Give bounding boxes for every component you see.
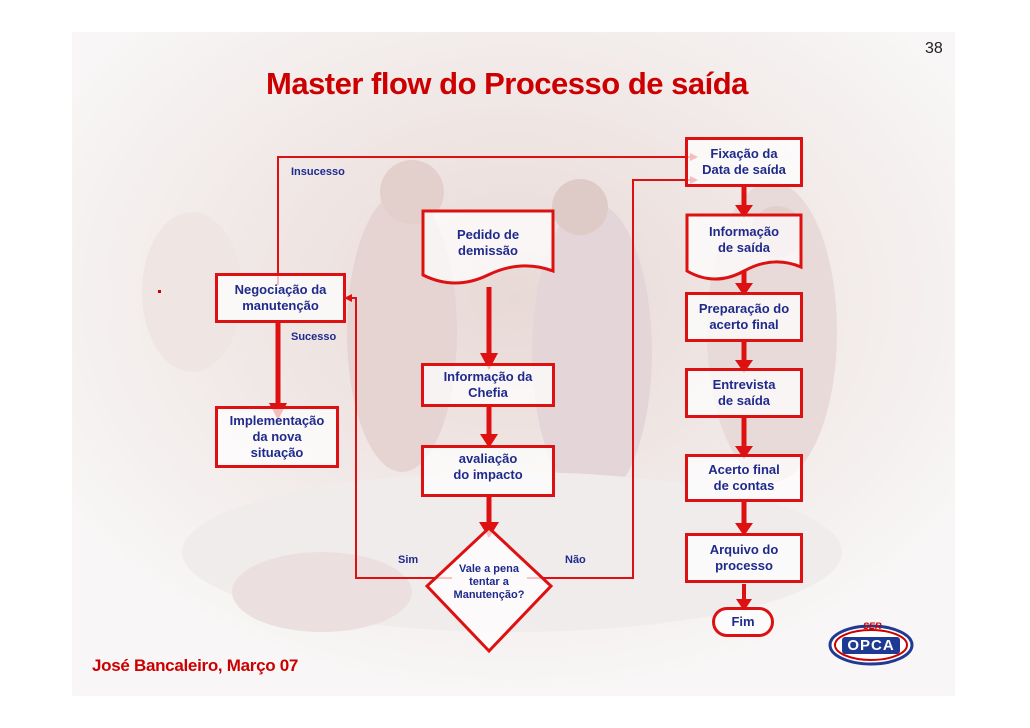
node-negociacao-label: Negociação da manutenção bbox=[234, 282, 327, 313]
node-fim: Fim bbox=[712, 607, 774, 637]
node-fixacao: Fixação da Data de saída bbox=[685, 137, 803, 187]
node-avaliacao: avaliação do impacto bbox=[421, 445, 555, 497]
arrowhead-preparacao bbox=[735, 360, 753, 373]
label-sucesso: Sucesso bbox=[291, 331, 337, 343]
node-implementacao: Implementação da nova situação bbox=[215, 406, 339, 468]
node-implementacao-label: Implementação da nova situação bbox=[229, 413, 325, 460]
node-entrevista-label: Entrevista de saída bbox=[712, 377, 776, 408]
node-fim-label: Fim bbox=[731, 614, 755, 629]
label-insucesso: Insucesso bbox=[291, 166, 345, 178]
opca-logo-graphic bbox=[828, 624, 914, 666]
node-preparacao: Preparação do acerto final bbox=[685, 292, 803, 342]
node-informacao-saida-label: Informação de saída bbox=[708, 224, 780, 255]
arrowhead-arquivo bbox=[736, 599, 752, 611]
arrowhead-chefia bbox=[480, 434, 498, 448]
node-preparacao-label: Preparação do acerto final bbox=[698, 301, 790, 332]
edge-nao bbox=[527, 176, 698, 579]
logo-main-text: OPCA bbox=[847, 637, 895, 654]
node-info-chefia: Informação da Chefia bbox=[421, 363, 555, 407]
label-sim: Sim bbox=[398, 554, 419, 566]
logo-small-text: SER bbox=[863, 621, 882, 631]
node-pedido: Pedido de demissão bbox=[421, 209, 555, 289]
node-entrevista: Entrevista de saída bbox=[685, 368, 803, 418]
node-acerto-label: Acerto final de contas bbox=[708, 462, 780, 493]
arrowhead-entrevista bbox=[735, 446, 753, 459]
opca-logo: SER OPCA bbox=[828, 620, 914, 666]
slide-title: Master flow do Processo de saída bbox=[266, 66, 748, 101]
edge-sim bbox=[344, 294, 452, 579]
node-arquivo-label: Arquivo do processo bbox=[709, 542, 779, 573]
node-decisao-label: Vale a pena tentar a Manutenção? bbox=[453, 563, 525, 601]
bullet-mark bbox=[158, 290, 161, 293]
document-shape bbox=[421, 209, 555, 285]
edge-insucesso bbox=[277, 153, 698, 285]
label-nao: Não bbox=[565, 554, 586, 566]
node-info-chefia-label: Informação da Chefia bbox=[443, 369, 533, 400]
arrowhead-fixacao bbox=[735, 205, 753, 218]
node-avaliacao-label: avaliação do impacto bbox=[453, 451, 523, 482]
document-shape bbox=[685, 213, 803, 281]
node-informacao-saida: Informação de saída bbox=[685, 213, 803, 283]
author-footer: José Bancaleiro, Março 07 bbox=[92, 656, 299, 675]
arrowhead-informacao bbox=[735, 283, 753, 296]
node-fixacao-label: Fixação da Data de saída bbox=[702, 146, 786, 177]
node-negociacao: Negociação da manutenção bbox=[215, 273, 346, 323]
page-number: 38 bbox=[925, 40, 943, 57]
node-arquivo: Arquivo do processo bbox=[685, 533, 803, 583]
node-acerto: Acerto final de contas bbox=[685, 454, 803, 502]
decision-diamond-shape bbox=[424, 525, 554, 654]
arrowhead-pedido bbox=[480, 353, 498, 370]
arrowhead-acerto bbox=[735, 523, 753, 536]
node-pedido-label: Pedido de demissão bbox=[456, 227, 520, 258]
